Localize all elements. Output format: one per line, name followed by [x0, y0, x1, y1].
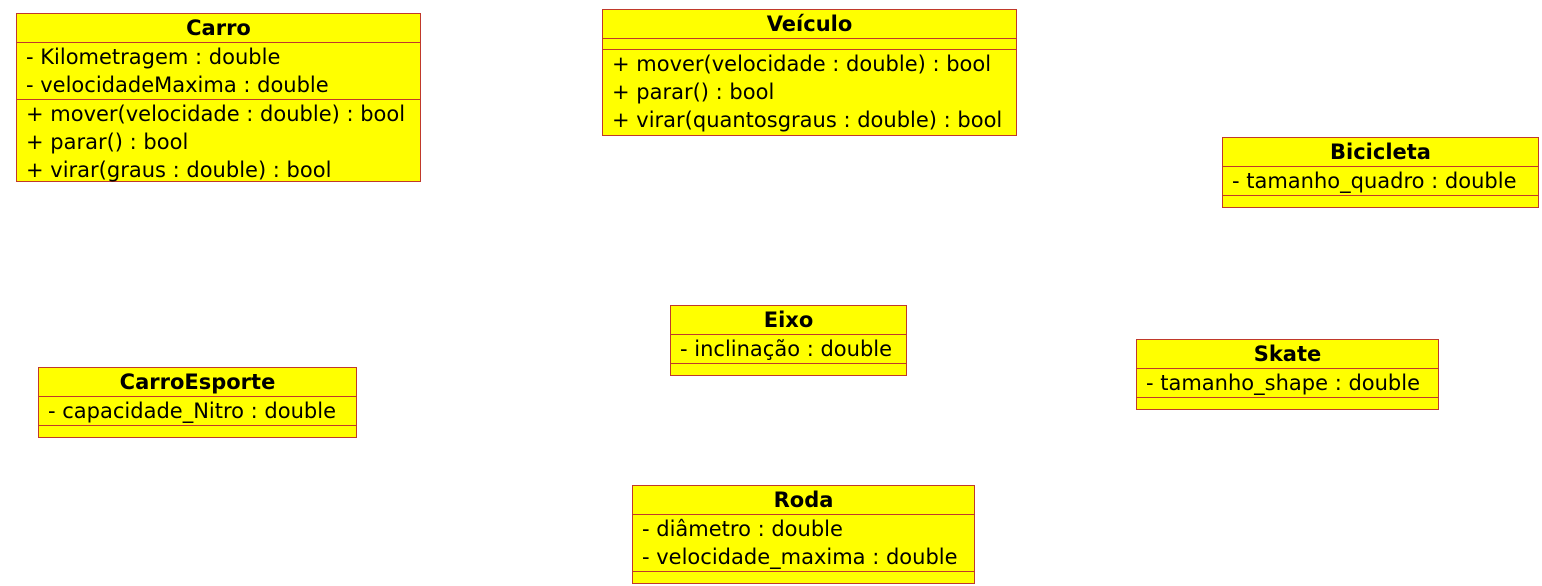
attribute: - Kilometragem : double — [26, 45, 281, 69]
attribute: - diâmetro : double — [642, 517, 843, 541]
class-name: Veículo — [603, 10, 1016, 39]
class-name: Bicicleta — [1223, 138, 1538, 167]
class-name: CarroEsporte — [39, 368, 356, 397]
class-name: Eixo — [671, 306, 906, 335]
attributes-compartment: - capacidade_Nitro : double — [39, 397, 356, 426]
attribute: - inclinação : double — [680, 337, 893, 361]
class-name: Skate — [1137, 340, 1438, 369]
attribute: - tamanho_shape : double — [1146, 371, 1421, 395]
methods-compartment — [39, 426, 356, 436]
attributes-compartment: - inclinação : double — [671, 335, 906, 364]
class-skate[interactable]: Skate - tamanho_shape : double — [1136, 339, 1439, 410]
attribute: - tamanho_quadro : double — [1232, 169, 1517, 193]
method: + parar() : bool — [26, 130, 189, 154]
class-name: Carro — [17, 14, 420, 43]
method: + parar() : bool — [612, 80, 775, 104]
attributes-compartment: - diâmetro : double - velocidade_maxima … — [633, 515, 974, 572]
class-carroesporte[interactable]: CarroEsporte - capacidade_Nitro : double — [38, 367, 357, 438]
attributes-compartment: - Kilometragem : double - velocidadeMaxi… — [17, 43, 420, 100]
attributes-compartment: - tamanho_shape : double — [1137, 369, 1438, 398]
methods-compartment — [633, 572, 974, 582]
methods-compartment — [1223, 196, 1538, 206]
attribute: - velocidadeMaxima : double — [26, 73, 329, 97]
attribute: - velocidade_maxima : double — [642, 545, 958, 569]
methods-compartment — [671, 364, 906, 374]
attributes-compartment: - tamanho_quadro : double — [1223, 167, 1538, 196]
class-veiculo[interactable]: Veículo + mover(velocidade : double) : b… — [602, 9, 1017, 136]
class-roda[interactable]: Roda - diâmetro : double - velocidade_ma… — [632, 485, 975, 584]
method: + mover(velocidade : double) : bool — [26, 102, 406, 126]
methods-compartment — [1137, 398, 1438, 408]
attribute: - capacidade_Nitro : double — [48, 399, 336, 423]
class-eixo[interactable]: Eixo - inclinação : double — [670, 305, 907, 376]
class-bicicleta[interactable]: Bicicleta - tamanho_quadro : double — [1222, 137, 1539, 208]
methods-compartment: + mover(velocidade : double) : bool + pa… — [603, 50, 1016, 134]
class-name: Roda — [633, 486, 974, 515]
attributes-compartment — [603, 39, 1016, 50]
method: + mover(velocidade : double) : bool — [612, 52, 992, 76]
method: + virar(quantosgraus : double) : bool — [612, 108, 1003, 132]
class-carro[interactable]: Carro - Kilometragem : double - velocida… — [16, 13, 421, 182]
method: + virar(graus : double) : bool — [26, 158, 332, 182]
methods-compartment: + mover(velocidade : double) : bool + pa… — [17, 100, 420, 184]
